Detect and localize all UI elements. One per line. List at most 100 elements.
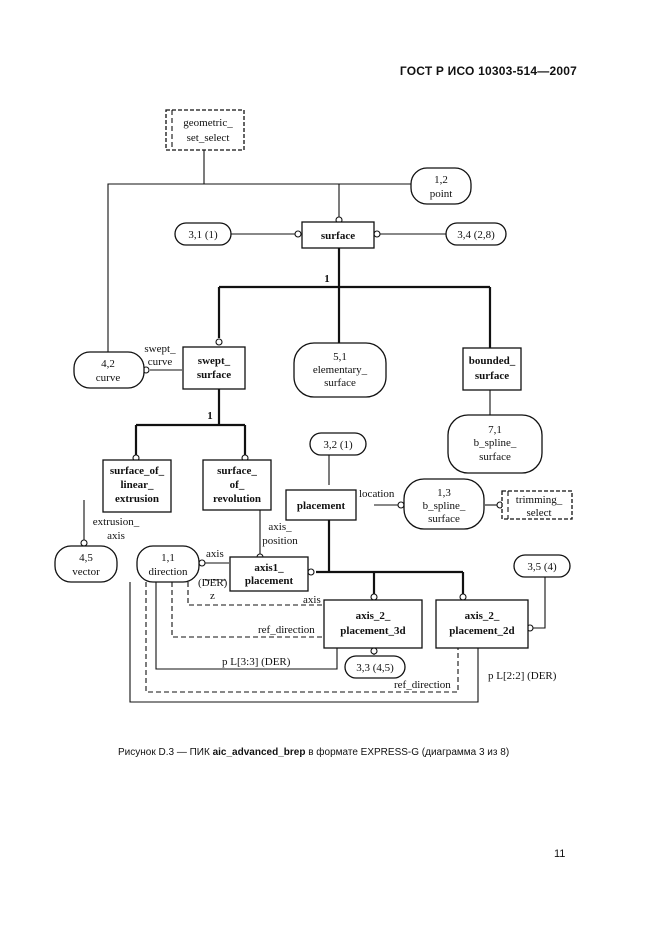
subtype-tree-placement <box>316 520 465 594</box>
ref-3-1-label: 3,1 (1) <box>188 229 218 241</box>
elementary-surface-line1: elementary_ <box>313 364 368 376</box>
line-3d-p <box>155 582 338 670</box>
placement-box[interactable]: placement <box>285 489 357 521</box>
trimming-select-box[interactable]: trimming_ select <box>501 490 573 520</box>
revolution-line2: of_ <box>230 479 245 491</box>
axis2-3d-circle <box>370 593 378 601</box>
curve-ref-number: 4,2 <box>101 358 115 370</box>
axis-label-2: axis <box>303 594 321 606</box>
axis1-placement-line1: axis1_ <box>254 562 284 574</box>
ref-3-2-label: 3,2 (1) <box>323 439 353 451</box>
page-number: 11 <box>554 848 566 860</box>
placement-label: placement <box>297 500 346 512</box>
caption-suffix: в формате EXPRESS-G (диаграмма 3 из 8) <box>305 747 510 758</box>
revolution-box[interactable]: surface_ of_ revolution <box>202 459 272 511</box>
ref-direction-label-1: ref_direction <box>258 624 315 636</box>
axis2-2d-line1: axis_2_ <box>465 610 500 622</box>
surface-box[interactable]: surface <box>301 221 375 249</box>
ref-3-3-box[interactable]: 3,3 (4,5) <box>344 655 406 679</box>
trimming-select-line1: trimming_ <box>516 494 563 506</box>
axis1-placement-box[interactable]: axis1_ placement <box>229 556 309 592</box>
axis2-placement-2d-box[interactable]: axis_2_ placement_2d <box>435 599 529 649</box>
swept-curve-label-2: curve <box>148 356 173 368</box>
bspline-ref1-line1: b_spline_ <box>474 437 517 449</box>
document-header: ГОСТ Р ИСО 10303-514—2007 <box>399 64 577 78</box>
extrusion-axis-label-1: extrusion_ <box>93 516 140 528</box>
bspline-ref2-number: 1,3 <box>437 487 451 499</box>
der-label: (DER) <box>198 577 228 589</box>
swept-surface-box[interactable]: swept_ surface <box>182 346 246 390</box>
subtype-tree-swept <box>134 389 247 455</box>
bounded-surface-line1: bounded_ <box>469 355 516 367</box>
axis2-2d-line2: placement_2d <box>449 625 514 637</box>
bspline-ref1-number: 7,1 <box>488 424 502 436</box>
swept-surface-line1: swept_ <box>198 355 231 367</box>
ref-3-5-box[interactable]: 3,5 (4) <box>513 554 571 578</box>
vector-circle <box>80 539 88 547</box>
ref-3-2-box[interactable]: 3,2 (1) <box>309 432 367 456</box>
extrusion-axis-label-2: axis <box>107 530 125 542</box>
direction-ref-name: direction <box>148 566 188 578</box>
linear-extrusion-box[interactable]: surface_of_ linear_ extrusion <box>102 459 172 513</box>
swept-surface-line2: surface <box>197 369 231 381</box>
line-2d-ref-direction <box>145 582 459 693</box>
oneof-label-swept: 1 <box>207 410 213 422</box>
vector-ref-number: 4,5 <box>79 552 93 564</box>
direction-circle-1 <box>198 559 206 567</box>
point-ref-number: 1,2 <box>434 174 448 186</box>
bspline-surface-ref-box-2[interactable]: 1,3 b_spline_ surface <box>403 478 485 530</box>
elementary-surface-ref-box[interactable]: 5,1 elementary_ surface <box>293 342 387 398</box>
ref-3-3-label: 3,3 (4,5) <box>356 662 394 674</box>
point-ref-box[interactable]: 1,2 point <box>410 167 472 205</box>
p-3-3-label: p L[3:3] (DER) <box>222 656 291 668</box>
caption-entity: aic_advanced_brep <box>212 747 306 758</box>
surface-left-circle <box>294 230 302 238</box>
ref-3-1-box[interactable]: 3,1 (1) <box>174 222 232 246</box>
ref-3-5-label: 3,5 (4) <box>527 561 557 573</box>
axis2-3d-line1: axis_2_ <box>356 610 391 622</box>
direction-ref-box[interactable]: 1,1 direction <box>136 545 200 583</box>
ref-direction-label-2: ref_direction <box>394 679 451 691</box>
caption-prefix: Рисунок D.3 — ПИК <box>118 747 213 758</box>
surface-right-circle <box>373 230 381 238</box>
linear-extrusion-line1: surface_of_ <box>110 465 165 477</box>
surface-label: surface <box>321 230 355 242</box>
bspline-ref2-line1: b_spline_ <box>423 500 466 512</box>
revolution-line1: surface_ <box>217 465 257 477</box>
curve-ref-box[interactable]: 4,2 curve <box>73 351 145 389</box>
axis2-2d-circle <box>459 593 467 601</box>
curve-ref-name: curve <box>96 372 121 384</box>
swept-curve-label-1: swept_ <box>144 343 176 355</box>
swept-surface-circle <box>215 338 223 346</box>
axis2-3d-bottom-circle <box>370 647 378 655</box>
direction-ref-number: 1,1 <box>161 552 175 564</box>
axis-label-1: axis <box>206 548 224 560</box>
axis-position-label-2: position <box>262 535 298 547</box>
bspline-ref1-line2: surface <box>479 451 511 463</box>
trimming-select-line2: select <box>526 507 551 519</box>
axis2-placement-3d-box[interactable]: axis_2_ placement_3d <box>323 599 423 649</box>
oneof-label-surface: 1 <box>324 273 330 285</box>
bspline-surface-ref-box-1[interactable]: 7,1 b_spline_ surface <box>447 414 543 474</box>
line-3d-axis <box>187 582 322 606</box>
axis-position-label-1: axis_ <box>268 521 292 533</box>
elementary-surface-line2: surface <box>324 377 356 389</box>
geometric-set-select-box[interactable]: geometric_ set_select <box>165 109 245 151</box>
bounded-surface-line2: surface <box>475 370 509 382</box>
vector-ref-box[interactable]: 4,5 vector <box>54 545 118 583</box>
line-3d-ref-direction <box>171 582 322 638</box>
figure-caption: Рисунок D.3 — ПИК aic_advanced_brep в фо… <box>118 747 509 758</box>
geometric-set-select-line2: set_select <box>187 132 230 144</box>
location-label: location <box>359 488 395 500</box>
line-3-5-to-2d <box>533 575 546 629</box>
axis1-right-circle <box>307 568 315 576</box>
linear-extrusion-line2: linear_ <box>121 479 154 491</box>
p-2-2-label: p L[2:2] (DER) <box>488 670 557 682</box>
z-label: z <box>210 590 215 602</box>
revolution-line3: revolution <box>213 493 261 505</box>
vector-ref-name: vector <box>72 566 100 578</box>
ref-3-4-box[interactable]: 3,4 (2,8) <box>445 222 507 246</box>
axis2-3d-line2: placement_3d <box>340 625 405 637</box>
bounded-surface-box[interactable]: bounded_ surface <box>462 347 522 391</box>
